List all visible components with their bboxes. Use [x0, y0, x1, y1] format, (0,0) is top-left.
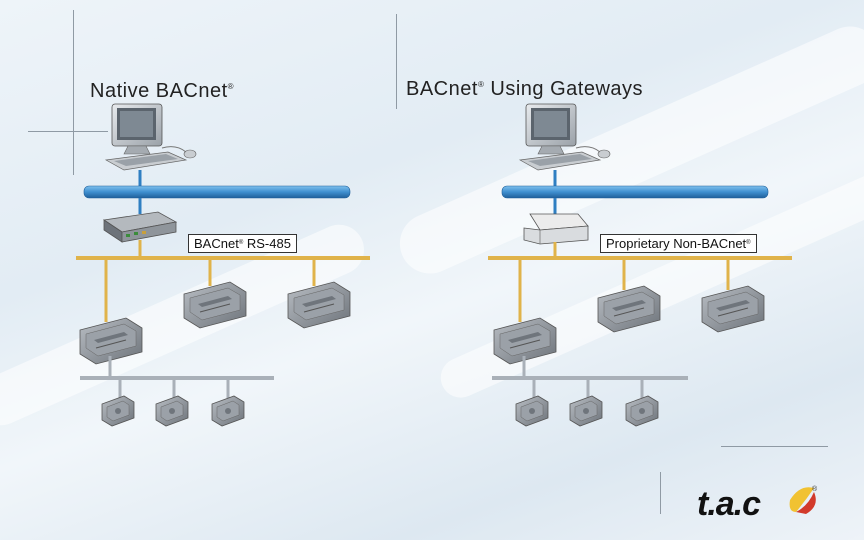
logo-swoosh-icon — [789, 487, 816, 514]
tac-logo: t.a.c — [697, 485, 761, 523]
sensor — [155, 395, 189, 427]
controller — [287, 281, 351, 329]
proprietary-label: Proprietary Non-BACnet® — [600, 234, 757, 253]
sensor — [625, 395, 659, 427]
gateways-title: BACnet® Using Gateways — [406, 78, 644, 100]
controller — [597, 285, 661, 333]
sensor — [515, 395, 549, 427]
sensor — [101, 395, 135, 427]
workstation-right — [519, 103, 611, 171]
decor-line — [396, 14, 397, 109]
rs485-bus-left — [76, 256, 370, 260]
rs485-label: BACnet® RS-485 — [188, 234, 297, 253]
gateway — [523, 213, 589, 245]
decor-line — [721, 446, 828, 447]
decor-line — [73, 10, 74, 175]
sensor — [569, 395, 603, 427]
logo-registered-mark: ® — [812, 486, 818, 493]
controller — [701, 285, 765, 333]
decor-line — [28, 131, 108, 132]
controller — [183, 281, 247, 329]
proprietary-bus-right — [488, 256, 792, 260]
subnet-bus-left — [80, 376, 274, 380]
ethernet-backbone-right — [501, 185, 769, 199]
ethernet-backbone-left — [83, 185, 351, 199]
native-bacnet-title: Native BACnet® — [90, 80, 235, 102]
decor-line — [660, 472, 661, 514]
bacnet-router — [103, 211, 177, 243]
workstation-left — [105, 103, 197, 171]
sensor — [211, 395, 245, 427]
subnet-bus-right — [492, 376, 688, 380]
